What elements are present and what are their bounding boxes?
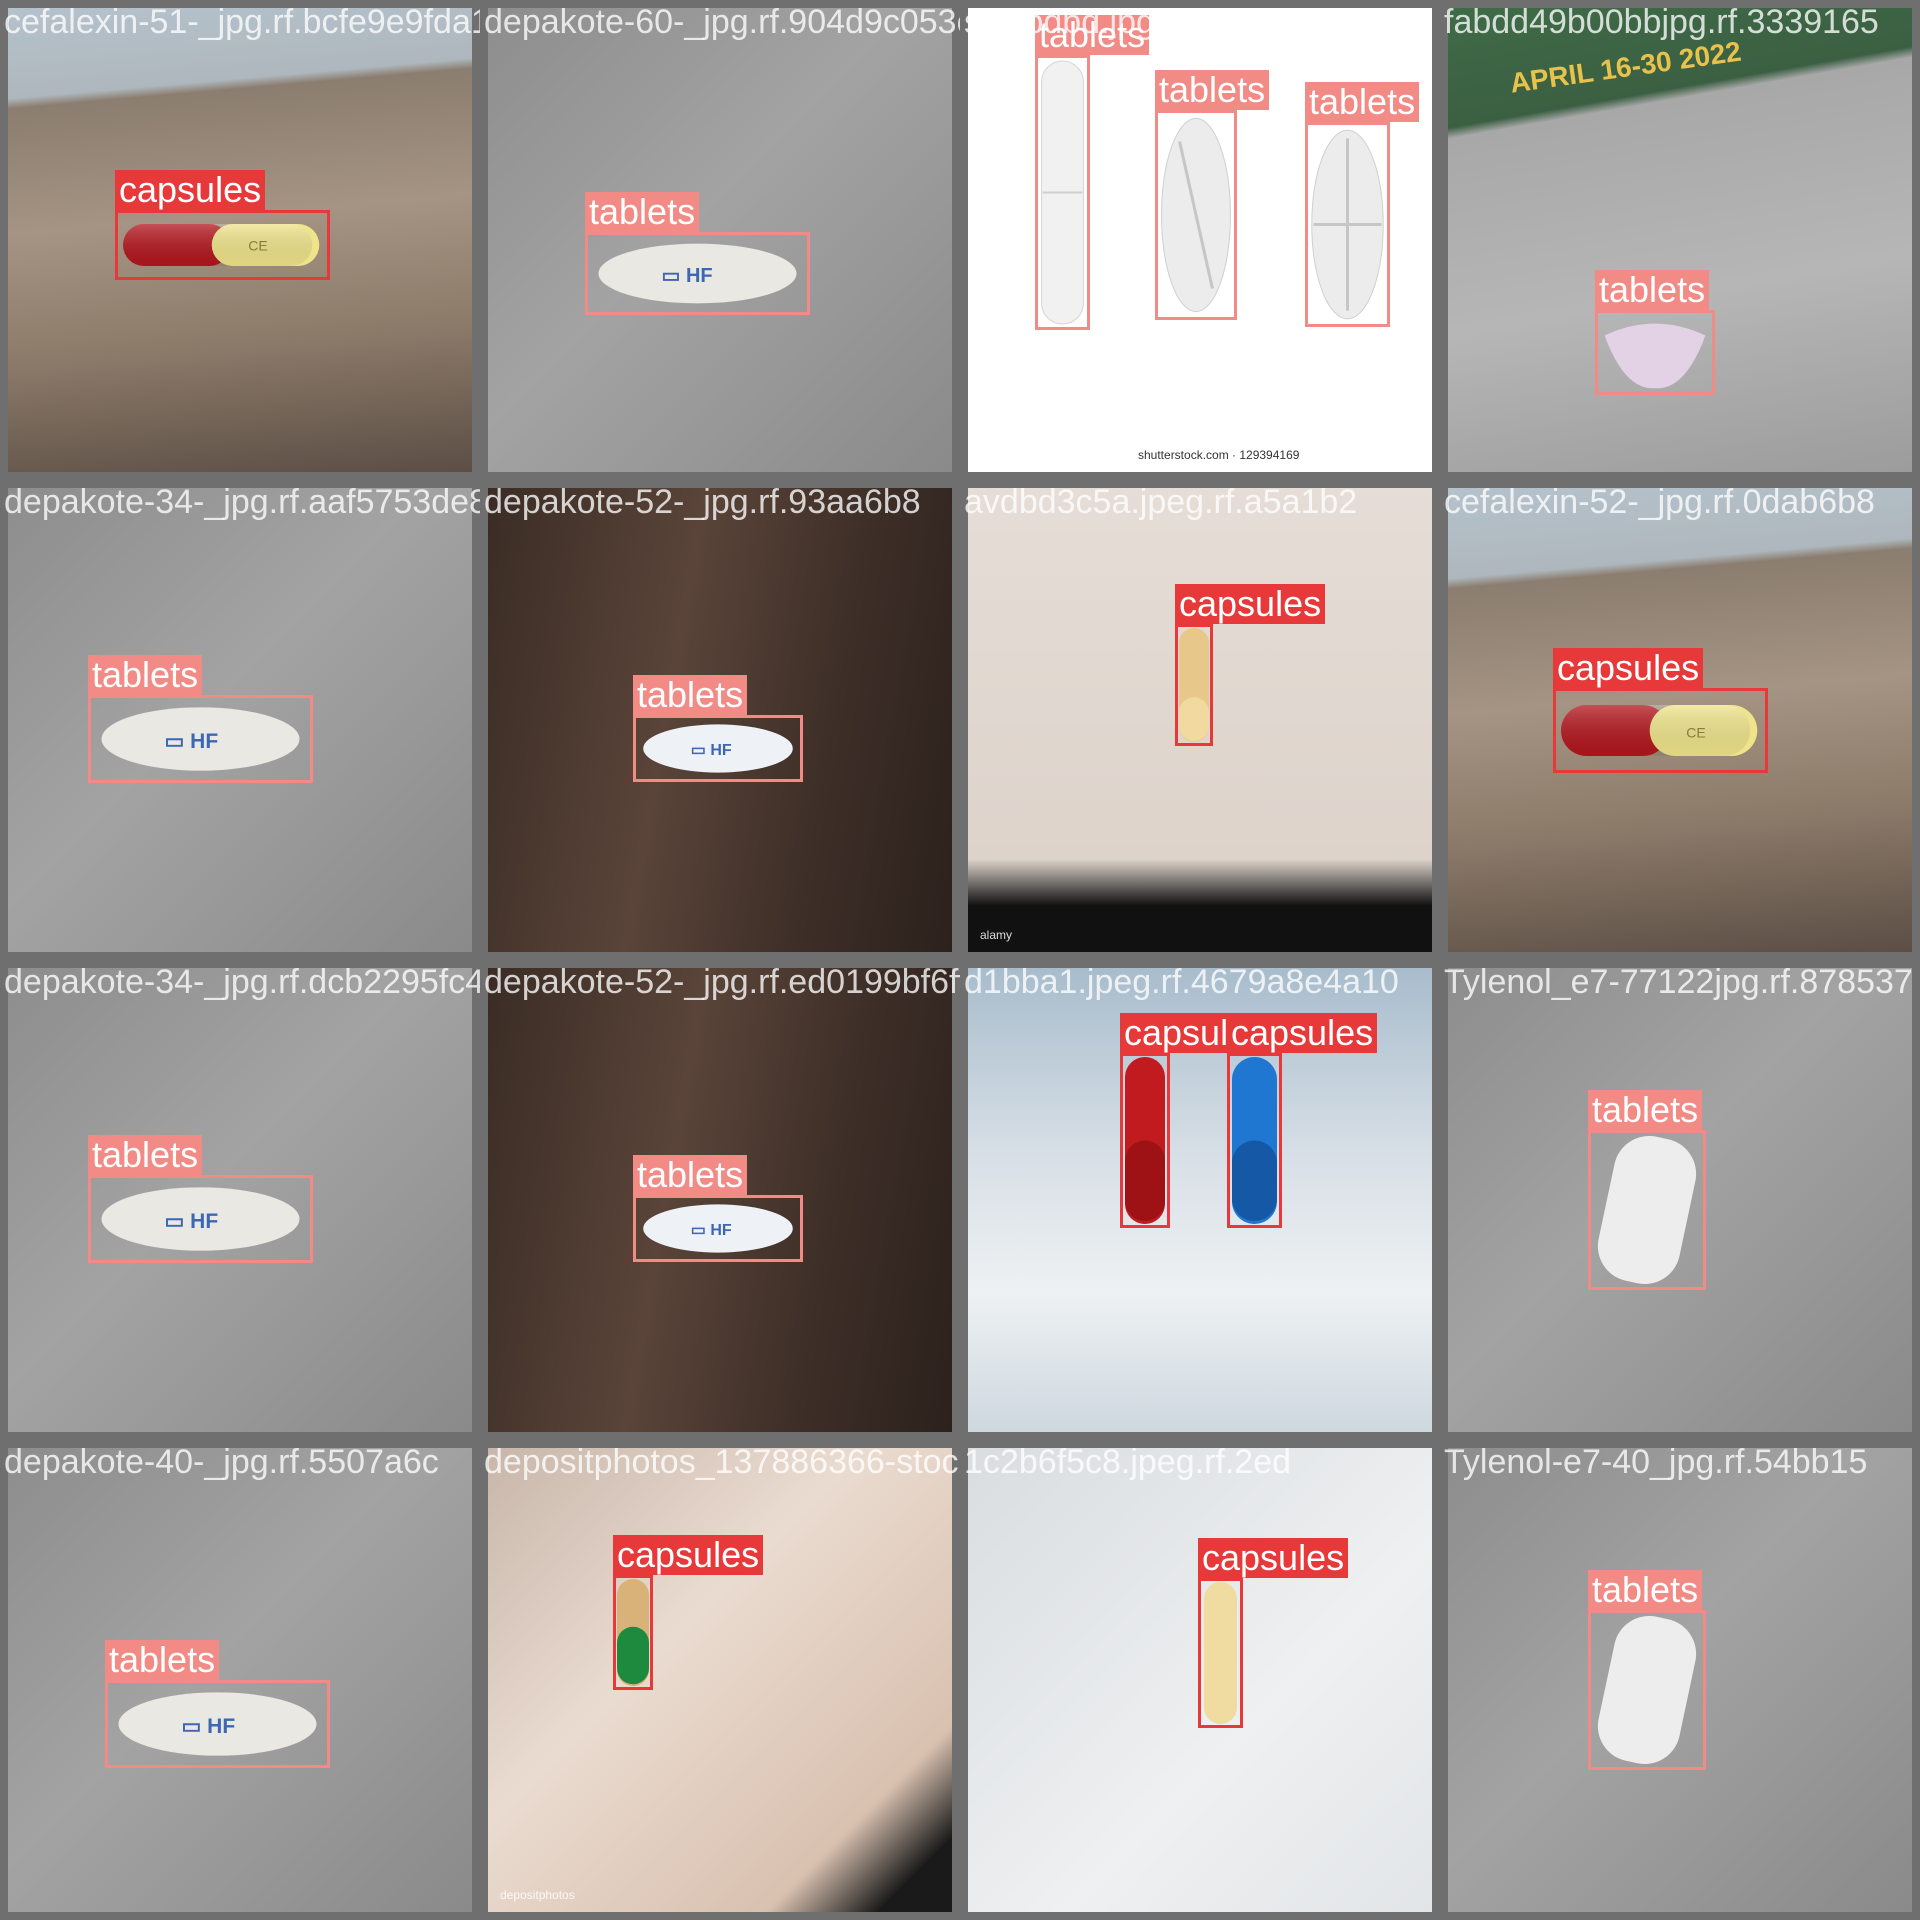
detection-box [1595,310,1715,395]
tablet-object: ▭ HF [585,232,810,315]
detection-label: tablets [1588,1570,1703,1610]
detection-box [1155,110,1237,320]
tablet-object [1588,1130,1706,1290]
watermark: alamy [980,928,1013,942]
detection-box [88,695,313,783]
detection-box [633,1195,803,1262]
mosaic-tile: d1bba1.jpeg.rf.4679a8e4a10 capsul capsul… [960,960,1440,1440]
svg-text:▭ HF: ▭ HF [165,1210,219,1233]
detection-label: capsules [613,1535,764,1575]
mosaic-tile: depakote-34-_jpg.rf.aaf5753de8210cf7521 … [0,480,480,960]
tile-photo [488,8,952,472]
tablet-object: ▭ HF [88,1175,313,1263]
watermark: shutterstock.com · 129394169 [1138,448,1300,462]
svg-text:CE: CE [248,238,267,254]
tile-photo [488,968,952,1432]
detection-box [633,715,803,782]
tablet-object [1035,55,1090,330]
svg-text:▭ HF: ▭ HF [182,1715,236,1738]
watermark: depositphotos [500,1888,575,1902]
capsule-object [1120,1053,1170,1228]
detection-box [105,1680,330,1768]
capsule-object [613,1575,653,1690]
svg-text:▭ HF: ▭ HF [165,730,219,753]
tablet-object: ▭ HF [88,695,313,783]
printed-date-text: APRIL 16-30 2022 [1508,35,1744,99]
mosaic-tile: depakote-34-_jpg.rf.dcb2295fc494703f52a6… [0,960,480,1440]
detection-label: capsules [1553,648,1704,688]
detection-label: tablets [1305,82,1420,122]
detection-box [1588,1610,1706,1770]
svg-text:CE: CE [1686,724,1705,740]
detection-label: capsules [1175,584,1326,624]
capsule-object [1175,624,1213,746]
capsule-object: CE [115,210,330,280]
detection-label: capsules [1227,1013,1378,1053]
tablet-object [1588,1610,1706,1770]
detection-label: tablets [88,655,203,695]
detection-box [115,210,330,280]
svg-text:▭ HF: ▭ HF [662,265,713,287]
tablet-object: ▭ HF [633,715,803,782]
tile-photo [488,488,952,952]
detection-label: tablets [1155,70,1270,110]
detection-box [1035,55,1090,330]
tablet-object: ▭ HF [633,1195,803,1262]
capsule-object: CE [1553,688,1768,773]
detection-label: tablets [88,1135,203,1175]
tablet-object [1305,122,1390,327]
detection-label: tablets [1588,1090,1703,1130]
mosaic-tile: depakote-52-_jpg.rf.ed0199bf6ff87dad1356… [480,960,960,1440]
svg-text:▭ HF: ▭ HF [691,1222,732,1239]
detection-label: tablets [1595,270,1710,310]
detection-label: tablets [105,1640,220,1680]
detection-label: capsules [1198,1538,1349,1578]
detection-box [1120,1053,1170,1228]
mosaic-tile: cefalexin-51-_jpg.rf.bcfe9e9fda1f2c99651… [0,0,480,480]
tablet-object [1595,310,1715,395]
detection-box [613,1575,653,1690]
tablet-object [1155,110,1237,320]
detection-box [88,1175,313,1263]
detection-box [1305,122,1390,327]
detection-label: tablets [1035,15,1150,55]
detection-label: capsules [115,170,266,210]
detection-label: tablets [633,1155,748,1195]
mosaic-tile: depakote-60-_jpg.rf.904d9c053cd1c4e1921 … [480,0,960,480]
tile-photo: APRIL 16-30 2022 [1448,8,1912,472]
capsule-object [1227,1053,1282,1228]
tile-photo: depositphotos [488,1448,952,1912]
detection-box [1198,1578,1243,1728]
detection-label: tablets [633,675,748,715]
detection-box [1553,688,1768,773]
capsule-object [1198,1578,1243,1728]
svg-text:▭ HF: ▭ HF [691,742,732,759]
detection-label: capsul [1120,1013,1233,1053]
detection-box [1175,624,1213,746]
detection-box [1588,1130,1706,1290]
detection-label: tablets [585,192,700,232]
tablet-object: ▭ HF [105,1680,330,1768]
detection-box [585,232,810,315]
detection-box [1227,1053,1282,1228]
